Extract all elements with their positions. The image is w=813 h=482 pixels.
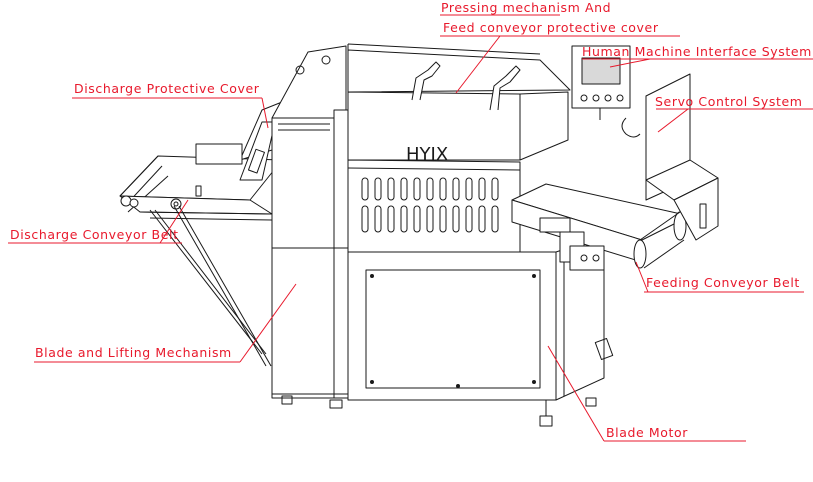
label-discharge-conveyor: Discharge Conveyor Belt xyxy=(10,227,179,242)
vent-slot xyxy=(413,205,421,233)
vent-slot xyxy=(387,177,395,201)
vent-slot xyxy=(439,205,447,233)
label-blade-motor: Blade Motor xyxy=(606,425,689,440)
label-feeding-conveyor: Feeding Conveyor Belt xyxy=(646,275,800,290)
servo-control-box xyxy=(621,73,719,241)
vent-slot xyxy=(478,177,486,201)
label-blade-lifting: Blade and Lifting Mechanism xyxy=(35,345,232,360)
vent-slot xyxy=(478,205,486,233)
vent-slot xyxy=(465,205,473,233)
label-hmi: Human Machine Interface System xyxy=(582,44,812,59)
leader-lines xyxy=(8,14,813,442)
label-pressing-line2: Feed conveyor protective cover xyxy=(443,20,659,35)
vent-slot xyxy=(452,177,460,201)
vent-slot xyxy=(491,205,499,233)
hmi-panel xyxy=(571,45,631,120)
vent-slot xyxy=(439,177,447,201)
label-servo: Servo Control System xyxy=(655,94,803,109)
vent-slot xyxy=(491,177,499,201)
label-discharge-cover: Discharge Protective Cover xyxy=(74,81,260,96)
vent-slot xyxy=(400,177,408,201)
vent-slot xyxy=(465,177,473,201)
vent-slot xyxy=(426,177,434,201)
vent-slot xyxy=(413,177,421,201)
vent-slot xyxy=(400,205,408,233)
discharge-conveyor xyxy=(119,155,283,367)
vent-slot xyxy=(452,205,460,233)
vent-slot xyxy=(361,177,369,201)
vent-slot xyxy=(387,205,395,233)
lower-cabinet xyxy=(347,235,614,427)
vent-slot xyxy=(374,177,382,201)
vent-panel xyxy=(347,159,521,265)
pressing-cover: HYJX xyxy=(347,43,571,165)
left-tower xyxy=(271,45,349,409)
label-pressing-line1: Pressing mechanism And xyxy=(441,0,612,15)
vent-slot xyxy=(426,205,434,233)
vent-slot xyxy=(361,205,369,233)
brand-text: HYJX xyxy=(406,144,448,165)
vent-slot xyxy=(374,205,382,233)
